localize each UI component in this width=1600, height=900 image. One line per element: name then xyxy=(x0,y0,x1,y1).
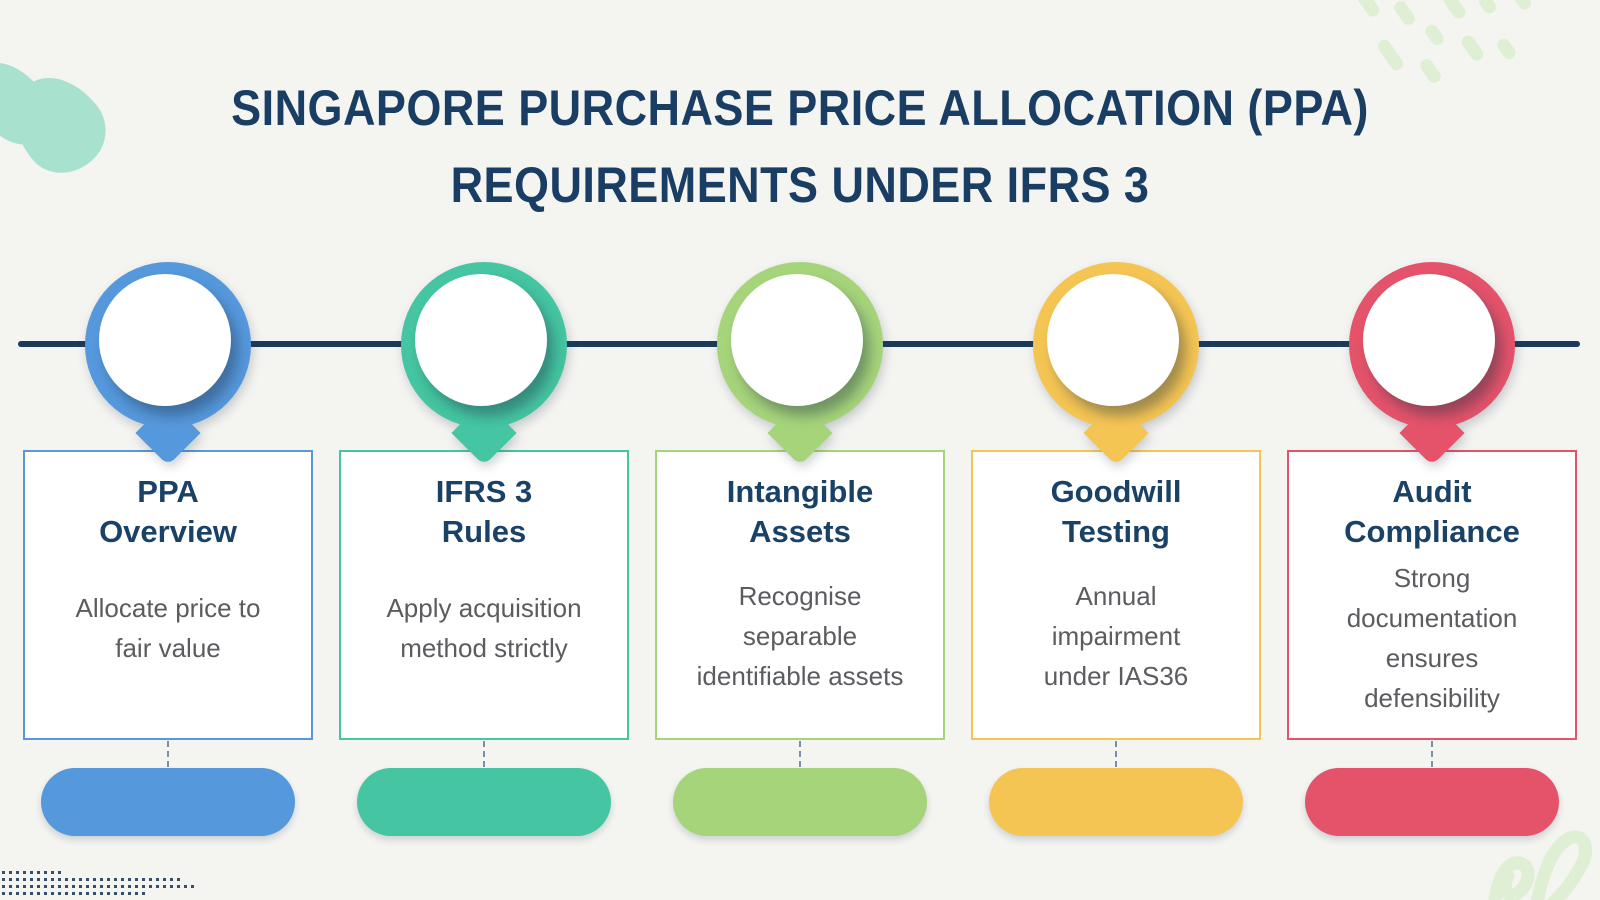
marker-inner-circle xyxy=(1363,274,1495,406)
marker-inner-circle xyxy=(415,274,547,406)
marker-inner-circle xyxy=(731,274,863,406)
step-card: Audit Compliance Strong documentation en… xyxy=(1287,450,1577,740)
dashed-connector xyxy=(1115,741,1117,767)
step-description: Annual impairment under IAS36 xyxy=(1043,581,1189,691)
marker-inner-circle xyxy=(99,274,231,406)
step-card: PPA Overview Allocate price to fair valu… xyxy=(23,450,313,740)
step-pill xyxy=(41,768,295,836)
step-title: Goodwill Testing xyxy=(1050,474,1182,549)
step-title: IFRS 3 Rules xyxy=(435,474,533,549)
step-title: Audit Compliance xyxy=(1344,474,1520,549)
dot-grid-decoration xyxy=(2,871,198,899)
step-pill xyxy=(1305,768,1559,836)
step-description: Strong documentation ensures defensibili… xyxy=(1346,563,1518,713)
step-card: Intangible Assets Recognise separable id… xyxy=(655,450,945,740)
step-title: Intangible Assets xyxy=(726,474,874,549)
timeline-node-marker xyxy=(717,262,883,482)
step-title: PPA Overview xyxy=(99,474,237,549)
step-column-goodwill-testing: Goodwill Testing Annual impairment under… xyxy=(971,0,1261,900)
step-pill xyxy=(673,768,927,836)
squiggle-loop-decoration xyxy=(1488,830,1592,900)
step-card: IFRS 3 Rules Apply acquisition method st… xyxy=(339,450,629,740)
dashed-connector xyxy=(1431,741,1433,767)
timeline-node-marker xyxy=(1033,262,1199,482)
step-column-intangible-assets: Intangible Assets Recognise separable id… xyxy=(655,0,945,900)
step-card: Goodwill Testing Annual impairment under… xyxy=(971,450,1261,740)
step-column-audit-compliance: Audit Compliance Strong documentation en… xyxy=(1287,0,1577,900)
step-description: Recognise separable identifiable assets xyxy=(696,581,904,691)
step-column-ppa-overview: PPA Overview Allocate price to fair valu… xyxy=(23,0,313,900)
step-description: Allocate price to fair value xyxy=(75,593,261,663)
timeline-node-marker xyxy=(1349,262,1515,482)
step-description: Apply acquisition method strictly xyxy=(386,593,582,663)
step-pill xyxy=(357,768,611,836)
dashed-connector xyxy=(167,741,169,767)
marker-inner-circle xyxy=(1047,274,1179,406)
step-pill xyxy=(989,768,1243,836)
timeline-node-marker xyxy=(85,262,251,482)
page-title: SINGAPORE PURCHASE PRICE ALLOCATION (PPA… xyxy=(231,80,1369,213)
dashed-connector xyxy=(799,741,801,767)
step-column-ifrs3-rules: IFRS 3 Rules Apply acquisition method st… xyxy=(339,0,629,900)
timeline-node-marker xyxy=(401,262,567,482)
dashed-connector xyxy=(483,741,485,767)
